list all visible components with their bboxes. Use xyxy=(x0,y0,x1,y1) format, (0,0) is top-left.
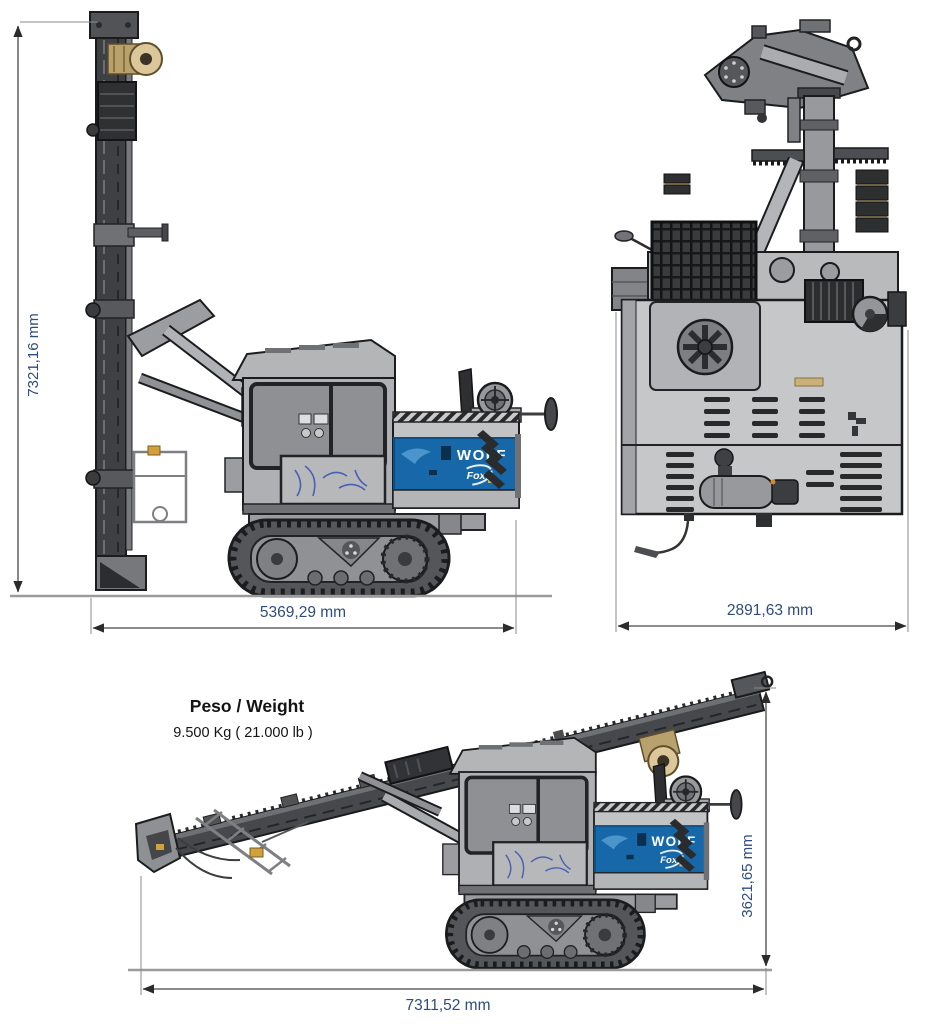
lifting-hook-icon xyxy=(846,36,862,52)
side-view-mast-up: 7321,16 mm 5369,29 mm xyxy=(10,11,557,634)
transport-height-label: 3621,65 mm xyxy=(739,834,756,917)
rear-view: 2891,63 mm xyxy=(611,19,909,632)
small-bracket xyxy=(848,412,866,436)
vent-slots-lower xyxy=(666,452,882,512)
weight-value: 9.500 Kg ( 21.000 lb ) xyxy=(173,725,312,741)
vertical-mast xyxy=(85,11,188,591)
deck-flange xyxy=(769,257,795,283)
height-dimension: 7321,16 mm xyxy=(13,21,98,593)
drill-head-assembly xyxy=(703,19,870,123)
height-label: 7321,16 mm xyxy=(25,313,42,396)
centralizer-frame xyxy=(132,445,188,524)
vent-slots-upper xyxy=(704,397,825,438)
width-dimension: 2891,63 mm xyxy=(615,312,909,632)
mast-side-arm xyxy=(127,227,167,238)
air-tank xyxy=(699,475,799,509)
width-label: 2891,63 mm xyxy=(727,602,813,619)
mast-foot-support xyxy=(134,808,309,879)
rock-drill xyxy=(97,81,137,141)
machine-body-lowered xyxy=(443,738,742,968)
radiator-grille xyxy=(650,220,758,306)
side-view-mast-down: Peso / Weight 9.500 Kg ( 21.000 lb ) xyxy=(128,670,776,1014)
ground-cable xyxy=(647,520,690,554)
length-label: 5369,29 mm xyxy=(260,604,346,621)
mirror-icon xyxy=(614,230,634,242)
fan-panel xyxy=(649,301,761,391)
weight-title: Peso / Weight xyxy=(190,696,305,716)
rope-drum xyxy=(107,42,163,76)
transport-length-label: 7311,52 mm xyxy=(405,997,490,1014)
length-dimension: 5369,29 mm xyxy=(90,520,517,634)
transport-height-dimension: 3621,65 mm xyxy=(739,687,776,967)
track-pad-stacks xyxy=(663,169,889,233)
boom xyxy=(126,298,261,427)
transport-length-dimension: 7311,52 mm xyxy=(140,876,767,1014)
boom-lowered xyxy=(357,771,471,848)
machine-body-side xyxy=(225,340,557,596)
